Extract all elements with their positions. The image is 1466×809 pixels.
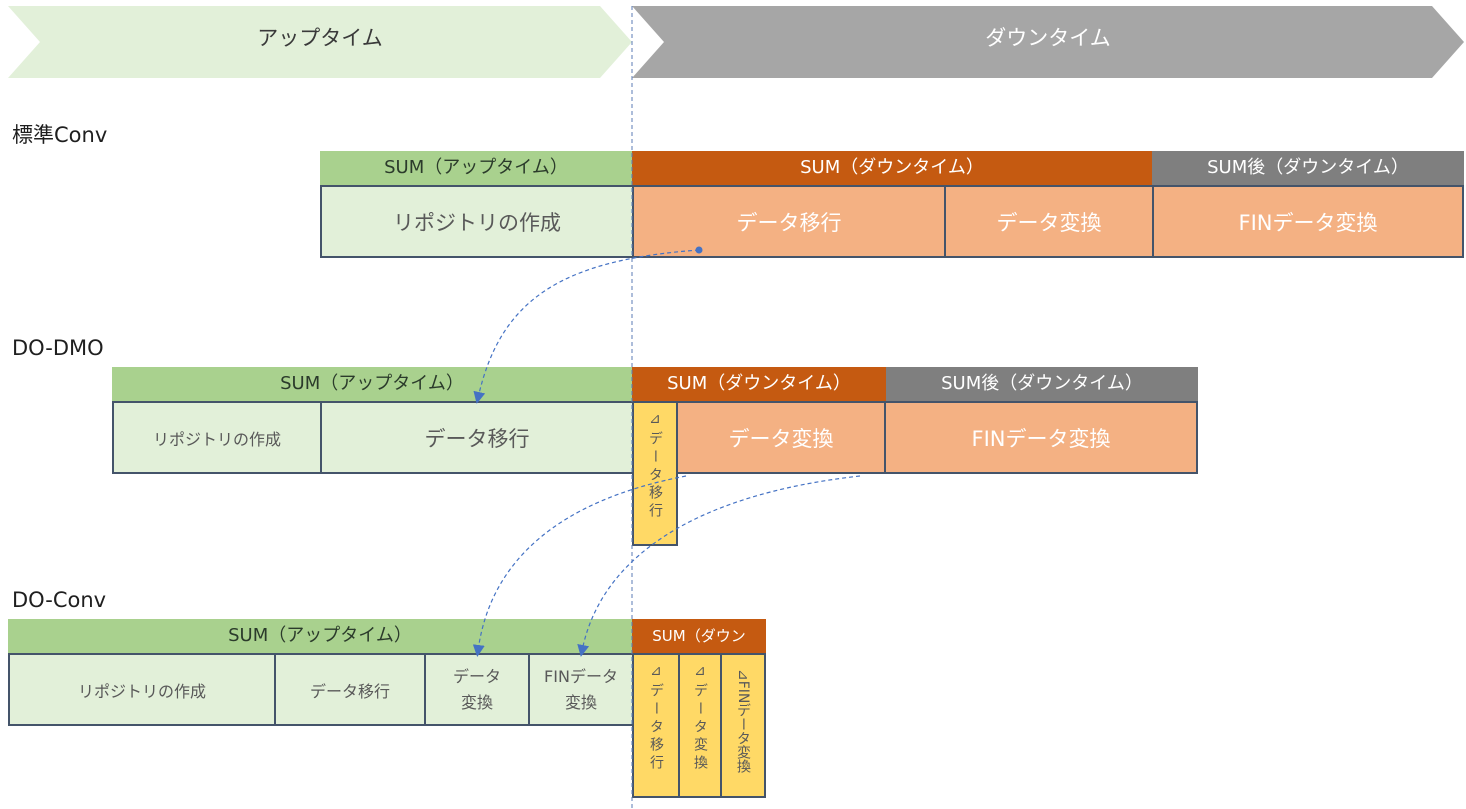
dodmo-data-conversion-label: データ変換 [728,426,834,451]
doconv-fin-conversion-cell: FINデータ 変換 [528,653,634,726]
standard-sum-uptime-header: SUM（アップタイム） [320,151,632,185]
doconv-delta-conversion-label: ⊿データ変換 [692,663,708,773]
doconv-delta-fin-conversion-label: ⊿FINデータ変換 [735,669,751,774]
doconv-delta-migration-cell: ⊿データ移行 [632,653,680,798]
doconv-fin-conversion-label-line1: FINデータ [544,666,618,686]
dodmo-sum-after-header: SUM後（ダウンタイム） [886,367,1198,401]
doconv-repository-label: リポジトリの作成 [77,681,206,701]
doconv-sum-downtime-header: SUM（ダウン [632,619,766,653]
standard-fin-conversion-label: FINデータ変換 [1238,210,1378,235]
doconv-sum-uptime-header: SUM（アップタイム） [8,619,632,653]
standard-data-migration-cell: データ移行 [632,185,946,258]
doconv-delta-fin-conversion-cell: ⊿FINデータ変換 [720,653,766,798]
doconv-data-conversion-label-line1: データ [452,666,501,686]
doconv-data-migration-label: データ移行 [309,681,390,701]
dodmo-delta-migration-cell: ⊿データ移行 [632,401,678,546]
section-label-doconv: DO-Conv [12,588,107,612]
dodmo-repository-cell: リポジトリの作成 [112,401,322,474]
doconv-data-migration-cell: データ移行 [274,653,426,726]
doconv-data-conversion-label-line2: 変換 [460,692,493,712]
dodmo-sum-downtime-header: SUM（ダウンタイム） [632,367,886,401]
uptime-label: アップタイム [257,26,383,50]
dodmo-fin-conversion-cell: FINデータ変換 [884,401,1198,474]
dodmo-delta-migration-label: ⊿データ移行 [647,411,663,521]
section-label-standard: 標準Conv [12,123,108,147]
standard-repository-label: リポジトリの作成 [393,210,561,235]
dodmo-data-migration-cell: データ移行 [320,401,634,474]
standard-data-conversion-label: データ変換 [996,210,1102,235]
standard-sum-downtime-header: SUM（ダウンタイム） [632,151,1152,185]
standard-data-migration-label: データ移行 [736,210,842,235]
standard-sum-after-header: SUM後（ダウンタイム） [1152,151,1464,185]
doconv-fin-conversion-label-line2: 変換 [564,692,597,712]
standard-repository-cell: リポジトリの作成 [320,185,634,258]
section-label-dodmo: DO-DMO [12,336,104,360]
dodmo-repository-label: リポジトリの作成 [152,429,281,449]
doconv-data-conversion-cell: データ 変換 [424,653,530,726]
doconv-repository-cell: リポジトリの作成 [8,653,276,726]
standard-fin-conversion-cell: FINデータ変換 [1152,185,1464,258]
doconv-delta-migration-label: ⊿データ移行 [648,663,664,773]
dodmo-data-conversion-cell: データ変換 [676,401,886,474]
dodmo-fin-conversion-label: FINデータ変換 [971,426,1111,451]
dodmo-sum-uptime-header: SUM（アップタイム） [112,367,632,401]
standard-data-conversion-cell: データ変換 [944,185,1154,258]
dodmo-data-migration-label: データ移行 [424,426,530,451]
downtime-label: ダウンタイム [985,26,1111,50]
doconv-delta-conversion-cell: ⊿データ変換 [678,653,722,798]
